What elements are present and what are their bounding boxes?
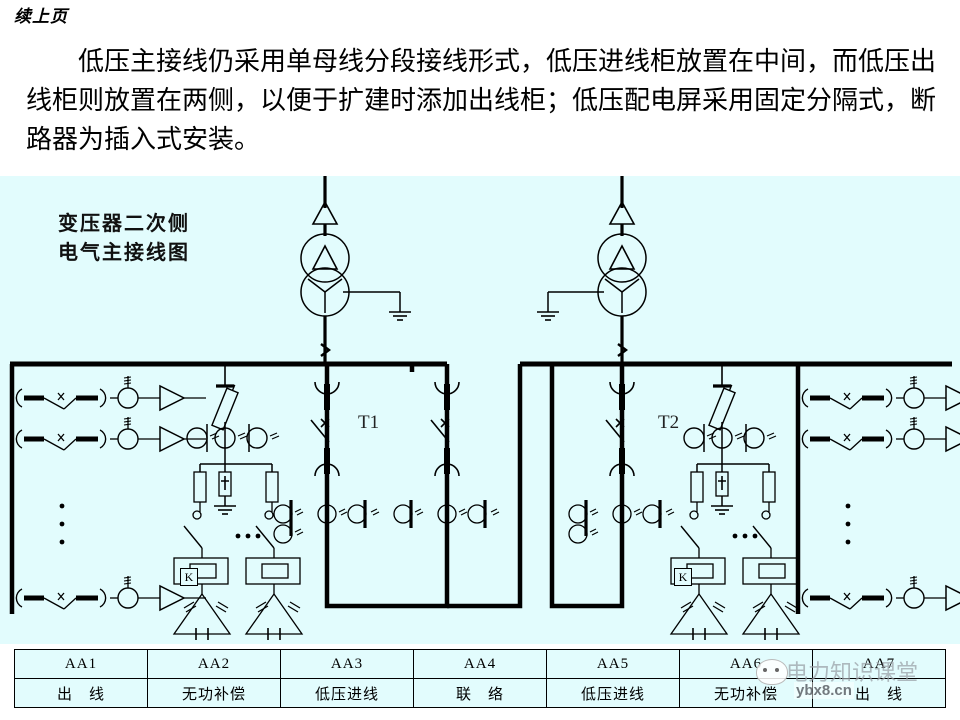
compensation-cabinet-aa6 [670,364,800,641]
incoming-cabinet-aa5 [549,364,676,609]
cabinet-code-aa3: AA3 [280,649,414,679]
cabinet-code-aa4: AA4 [413,649,547,679]
feeder-cabinet-aa7 [795,364,960,614]
single-line-diagram: 变压器二次侧 电气主接线图 T1 T2 K K [0,176,960,644]
table-row-codes: AA1 AA2 AA3 AA4 AA5 AA6 AA7 [14,649,946,679]
transformer-t2 [536,176,647,364]
compensation-cabinet-aa2 [173,364,303,641]
cabinet-designation-table: AA1 AA2 AA3 AA4 AA5 AA6 AA7 出 线 无功补偿 低压进… [14,649,946,708]
transformer-t1 [300,176,412,364]
cabinet-code-aa5: AA5 [546,649,680,679]
cabinet-name-aa7: 出 线 [812,678,946,708]
cabinet-name-aa4: 联 络 [413,678,547,708]
continued-label: 续上页 [14,7,68,26]
cabinet-name-aa3: 低压进线 [280,678,414,708]
cabinet-code-aa2: AA2 [147,649,281,679]
cabinet-name-aa2: 无功补偿 [147,678,281,708]
diagram-title: 变压器二次侧 电气主接线图 [58,210,190,268]
transformer-t2-label: T2 [658,412,680,433]
cabinet-name-aa6: 无功补偿 [679,678,813,708]
cabinet-name-aa5: 低压进线 [546,678,680,708]
cabinet-name-aa1: 出 线 [14,678,148,708]
cabinet-code-aa1: AA1 [14,649,148,679]
transformer-t1-label: T1 [358,412,380,433]
relay-box-right: K [674,568,692,586]
diagram-svg [9,176,960,641]
body-paragraph: 低压主接线仍采用单母线分段接线形式，低压进线柜放置在中间，而低压出线柜则放置在两… [26,47,937,154]
cabinet-code-aa6: AA6 [679,649,813,679]
diagram-title-line1: 变压器二次侧 [58,213,190,235]
feeder-cabinet-aa1 [9,364,207,614]
diagram-title-line2: 电气主接线图 [58,242,190,264]
incoming-cabinet-aa3 [272,364,450,609]
tie-cabinet-aa4 [393,364,523,609]
relay-box-left: K [180,568,198,586]
cabinet-code-aa7: AA7 [812,649,946,679]
table-row-names: 出 线 无功补偿 低压进线 联 络 低压进线 无功补偿 出 线 [14,678,946,708]
